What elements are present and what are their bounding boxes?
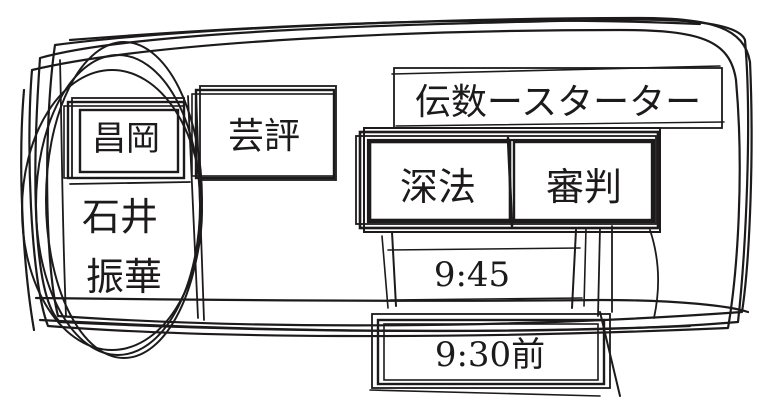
time-1-label: 9:45	[434, 255, 510, 295]
header-box: 伝数ースターター	[391, 65, 725, 129]
box-c-label: 深法	[400, 165, 476, 209]
box-d-label: 審判	[546, 165, 622, 209]
box-a-label: 昌岡	[92, 119, 160, 159]
outer-frame-scribble	[20, 16, 753, 338]
left-divider-lines	[59, 59, 205, 321]
time-2-label: 9:30前	[435, 335, 545, 375]
box-c: 深法	[368, 136, 514, 228]
box-b: 芸評	[191, 85, 337, 181]
side-notes: 石井 振華	[82, 195, 162, 299]
box-cd-frame	[355, 127, 661, 233]
box-a: 昌岡	[63, 97, 186, 180]
side-note-2: 振華	[86, 255, 162, 299]
header-label: 伝数ースターター	[415, 82, 701, 123]
connector-lines	[597, 225, 659, 319]
box-d: 審判	[512, 140, 654, 222]
left-oval-scribble	[21, 41, 203, 359]
side-note-1: 石井	[82, 195, 158, 239]
time-1-box: 9:45	[381, 227, 587, 309]
box-b-label: 芸評	[228, 116, 300, 157]
time-2-box: 9:30前	[369, 311, 621, 397]
